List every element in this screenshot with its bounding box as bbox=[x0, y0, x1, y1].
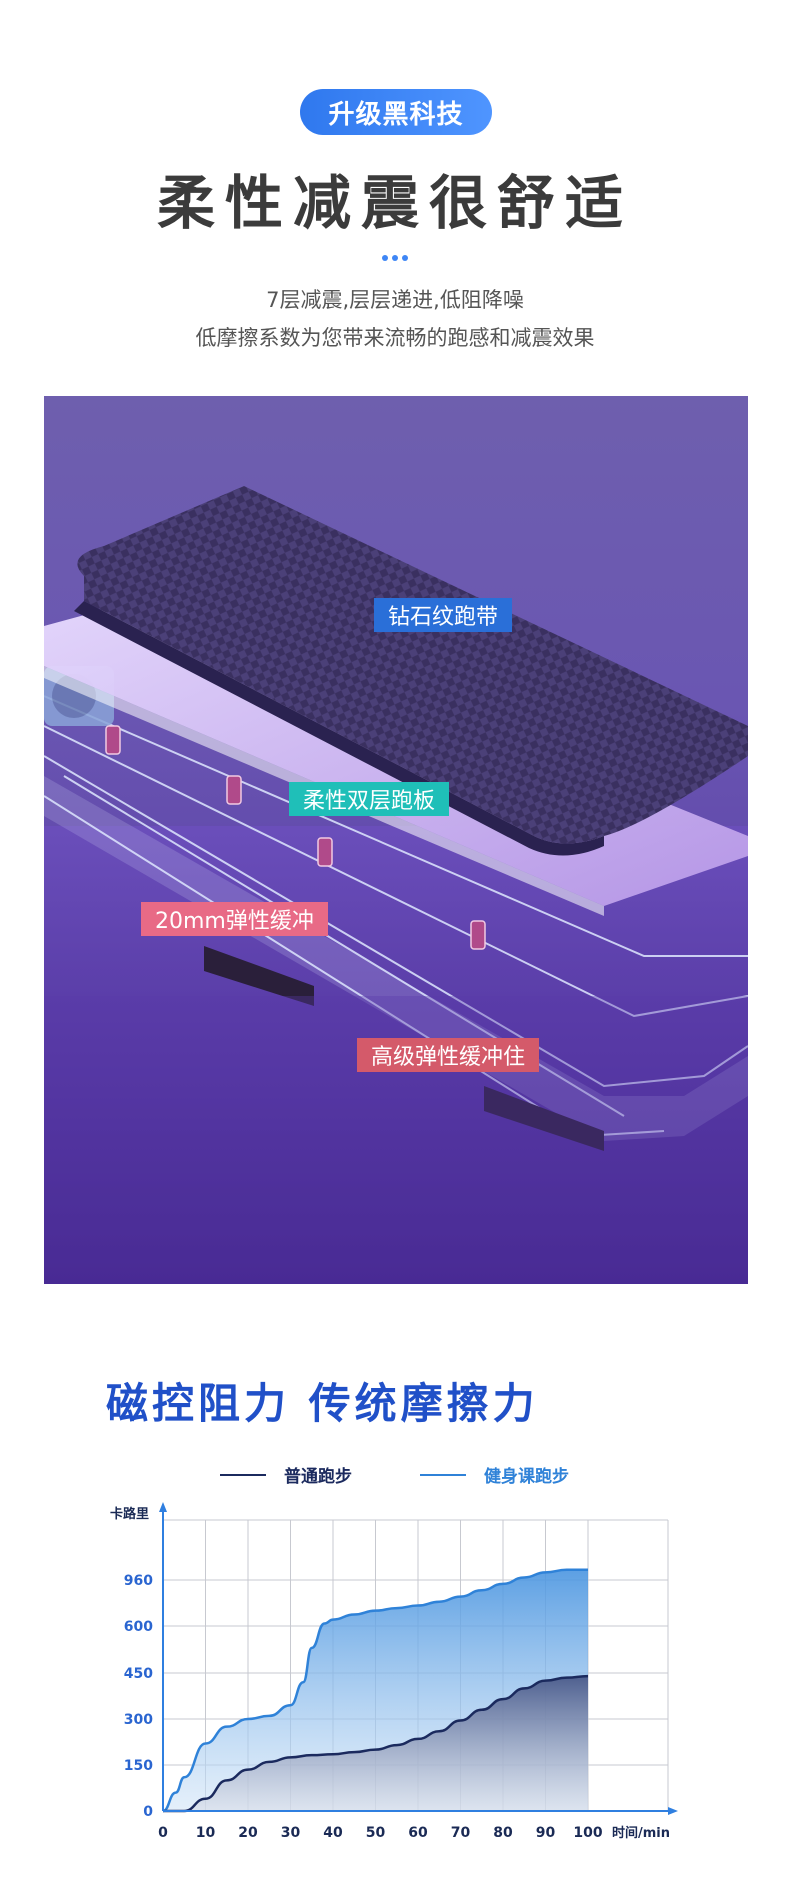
tag-shock-column: 高级弹性缓冲住 bbox=[357, 1038, 540, 1072]
x-axis-arrow bbox=[668, 1807, 678, 1815]
x-tick-label: 60 bbox=[408, 1825, 428, 1841]
legend-item-course: 健身课跑步 bbox=[420, 1462, 569, 1487]
series-line-0 bbox=[163, 1674, 589, 1813]
x-tick-label: 30 bbox=[281, 1825, 301, 1841]
x-tick-label: 50 bbox=[366, 1825, 386, 1841]
treadmill-layers-illustration: 钻石纹跑带 柔性双层跑板 20mm弹性缓冲 高级弹性缓冲住 bbox=[44, 396, 748, 1284]
legend-swatch-normal bbox=[220, 1473, 266, 1476]
y-tick-label: 150 bbox=[124, 1758, 153, 1774]
x-tick-label: 100 bbox=[573, 1825, 602, 1841]
calorie-chart: 0 10 20 30 40 50 60 70 80 90 100 0 150 300 450 600 960 卡路… bbox=[110, 1502, 678, 1841]
y-tick-label: 300 bbox=[124, 1712, 153, 1728]
y-tick-label: 450 bbox=[124, 1666, 153, 1682]
subtitle-line-1: 7层减震,层层递进,低阻降噪 bbox=[266, 288, 524, 312]
feature-badge: 升级黑科技 bbox=[300, 89, 492, 135]
page-title: 柔性减震很舒适 bbox=[156, 169, 633, 237]
x-tick-label: 70 bbox=[451, 1825, 471, 1841]
legend-label-course: 健身课跑步 bbox=[484, 1467, 569, 1487]
series-area-0 bbox=[163, 1676, 588, 1811]
legend-swatch-course bbox=[420, 1473, 466, 1476]
x-tick-label: 0 bbox=[158, 1825, 168, 1841]
x-tick-label: 90 bbox=[536, 1825, 556, 1841]
x-tick-label: 10 bbox=[196, 1825, 216, 1841]
tag-cushion: 20mm弹性缓冲 bbox=[141, 902, 328, 936]
x-axis-label: 时间/min bbox=[612, 1825, 670, 1841]
y-tick-label: 600 bbox=[124, 1619, 153, 1635]
y-tick-label: 0 bbox=[143, 1804, 153, 1820]
x-tick-label: 40 bbox=[323, 1825, 343, 1841]
subtitle-line-2: 低摩擦系数为您带来流畅的跑感和减震效果 bbox=[195, 326, 595, 350]
tag-board: 柔性双层跑板 bbox=[289, 782, 450, 816]
x-tick-label: 20 bbox=[238, 1825, 258, 1841]
legend-item-normal: 普通跑步 bbox=[220, 1462, 352, 1487]
y-tick-label: 960 bbox=[124, 1573, 153, 1589]
feature-badge-label: 升级黑科技 bbox=[328, 99, 464, 130]
decorative-dots bbox=[382, 255, 410, 263]
series-line-1 bbox=[162, 1568, 588, 1813]
section-title: 磁控阻力 传统摩擦力 bbox=[106, 1379, 539, 1428]
x-tick-label: 80 bbox=[493, 1825, 513, 1841]
y-axis-arrow bbox=[159, 1502, 167, 1512]
tag-belt: 钻石纹跑带 bbox=[374, 598, 513, 632]
legend-label-normal: 普通跑步 bbox=[284, 1467, 352, 1487]
y-axis-label: 卡路里 bbox=[110, 1506, 149, 1522]
